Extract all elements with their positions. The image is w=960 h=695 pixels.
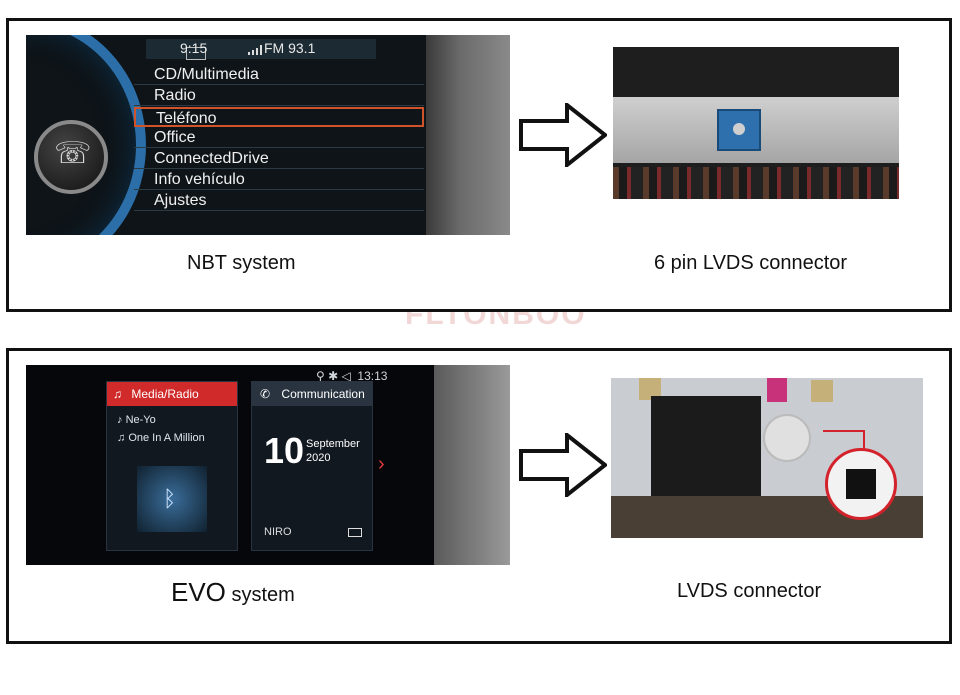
nbt-bezel (426, 35, 510, 235)
lvds-plug (846, 469, 876, 499)
evo-caption-rest: system (225, 584, 295, 606)
nbt-menu-item: Radio (134, 86, 424, 106)
nbt-menu-item: Ajustes (134, 191, 424, 211)
blue-lvds-plug (717, 109, 761, 151)
chevron-right-icon: › (378, 453, 385, 475)
nbt-screen-photo: ☏ 9:15 FM 93.1 CD/Multimedia Radio Teléf… (26, 35, 510, 235)
bluetooth-art: ᛒ (137, 466, 207, 532)
evo-caption: EVO system (171, 577, 295, 608)
car-name: NIRO (264, 526, 292, 538)
evo-status-time: 13:13 (357, 369, 388, 383)
nbt-menu-item: Info vehículo (134, 170, 424, 190)
battery-icon (348, 528, 362, 537)
music-note-icon: ♫ (113, 387, 122, 401)
communication-title: Communication (281, 387, 365, 401)
date-year: 2020 (306, 452, 331, 464)
lvds-caption: LVDS connector (677, 580, 822, 602)
lvds-6pin-connector-photo (613, 47, 899, 199)
evo-caption-main: EVO (171, 577, 226, 607)
nbt-status-time: 9:15 (180, 40, 208, 56)
nbt-caption: NBT system (187, 252, 296, 274)
bluetooth-icon: ᛒ (163, 486, 177, 511)
lvds-callout-circle (825, 448, 897, 520)
fan-disc (763, 414, 811, 462)
date-day: 10 (264, 430, 305, 471)
nbt-dial-ring (26, 35, 146, 235)
phone-icon-knob: ☏ (34, 120, 108, 194)
arrow-right-icon (519, 433, 607, 497)
track-row: ♫ One In A Million (117, 432, 205, 444)
date-month: September (306, 438, 360, 450)
nbt-status-radio: FM 93.1 (264, 40, 316, 56)
media-radio-title: Media/Radio (131, 387, 199, 401)
nbt-panel: ☏ 9:15 FM 93.1 CD/Multimedia Radio Teléf… (6, 18, 952, 312)
callout-line (823, 430, 865, 452)
nbt-status-bar: 9:15 FM 93.1 (146, 39, 376, 60)
evo-status-bar: ⚲ ✱ ◁ 13:13 (316, 369, 388, 383)
nbt-menu-item: ConnectedDrive (134, 149, 424, 169)
media-radio-card: ♫ Media/Radio ♪ Ne-Yo ♫ One In A Million… (106, 381, 238, 551)
artist-row: ♪ Ne-Yo (117, 414, 156, 426)
evo-screen-photo: ⚲ ✱ ◁ 13:13 ♫ Media/Radio ♪ Ne-Yo ♫ One … (26, 365, 510, 565)
phone-icon: ☏ (54, 137, 92, 170)
pink-fakra-plug (767, 378, 787, 402)
nbt-menu-item-selected: Teléfono (134, 107, 424, 127)
artist-name: Ne-Yo (125, 414, 156, 426)
signal-icon (248, 45, 264, 55)
communication-card: ✆ Communication 10 September 2020 NIRO (251, 381, 373, 551)
evo-panel: ⚲ ✱ ◁ 13:13 ♫ Media/Radio ♪ Ne-Yo ♫ One … (6, 348, 952, 644)
media-radio-header: ♫ Media/Radio (107, 382, 237, 406)
track-name: One In A Million (128, 432, 205, 444)
lvds-6pin-caption: 6 pin LVDS connector (654, 252, 848, 274)
lvds-connector-photo (611, 378, 923, 538)
communication-header: ✆ Communication (252, 382, 372, 406)
main-connector-block (651, 396, 761, 496)
evo-bezel (434, 365, 510, 565)
arrow-right-icon (519, 103, 607, 167)
nbt-menu-item: CD/Multimedia (134, 65, 424, 85)
beige-fakra-plug (639, 378, 661, 400)
nbt-menu-item: Office (134, 128, 424, 148)
beige-fakra-plug (811, 380, 833, 402)
wire-harness (613, 167, 899, 199)
phone-icon: ✆ (260, 387, 271, 401)
menu-icon (186, 47, 206, 60)
